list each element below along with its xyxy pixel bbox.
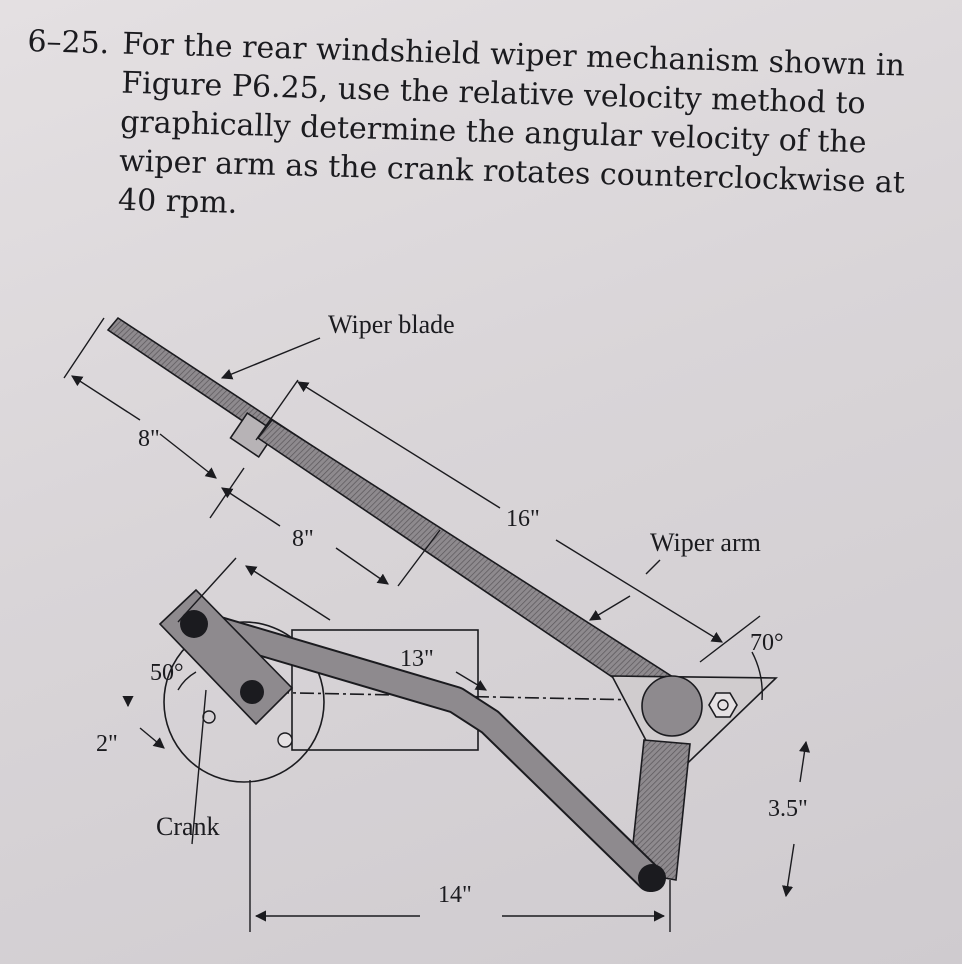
dim-left-offset: 2" <box>96 731 118 757</box>
rocker-link <box>629 739 691 881</box>
crank-hole <box>202 710 216 724</box>
dim-base: 14" <box>438 882 472 908</box>
frame-hole <box>277 732 293 748</box>
dim-coupler: 13" <box>400 646 434 672</box>
hex-nut-right-hole <box>717 699 729 711</box>
dim-crank-angle: 50° <box>150 660 184 686</box>
hex-nut-right <box>708 692 738 718</box>
dim-right-offset: 3.5" <box>768 796 808 822</box>
dim-arm-angle: 70° <box>750 630 784 656</box>
crank-pin <box>180 610 208 638</box>
dim-blade-upper: 8" <box>138 426 160 452</box>
dimension-lines <box>63 317 811 932</box>
lower-pivot-pin <box>638 864 666 892</box>
wiper-pivot-hub <box>641 675 703 737</box>
coupler-link-fill <box>180 610 662 890</box>
dim-blade-lower: 8" <box>292 526 314 552</box>
dim-arm-length: 16" <box>506 506 540 532</box>
label-wiper-arm: Wiper arm <box>650 528 761 557</box>
crank-center-pivot <box>240 680 264 704</box>
label-wiper-blade: Wiper blade <box>328 310 455 339</box>
label-crank: Crank <box>156 812 220 841</box>
crank-housing <box>163 621 325 783</box>
